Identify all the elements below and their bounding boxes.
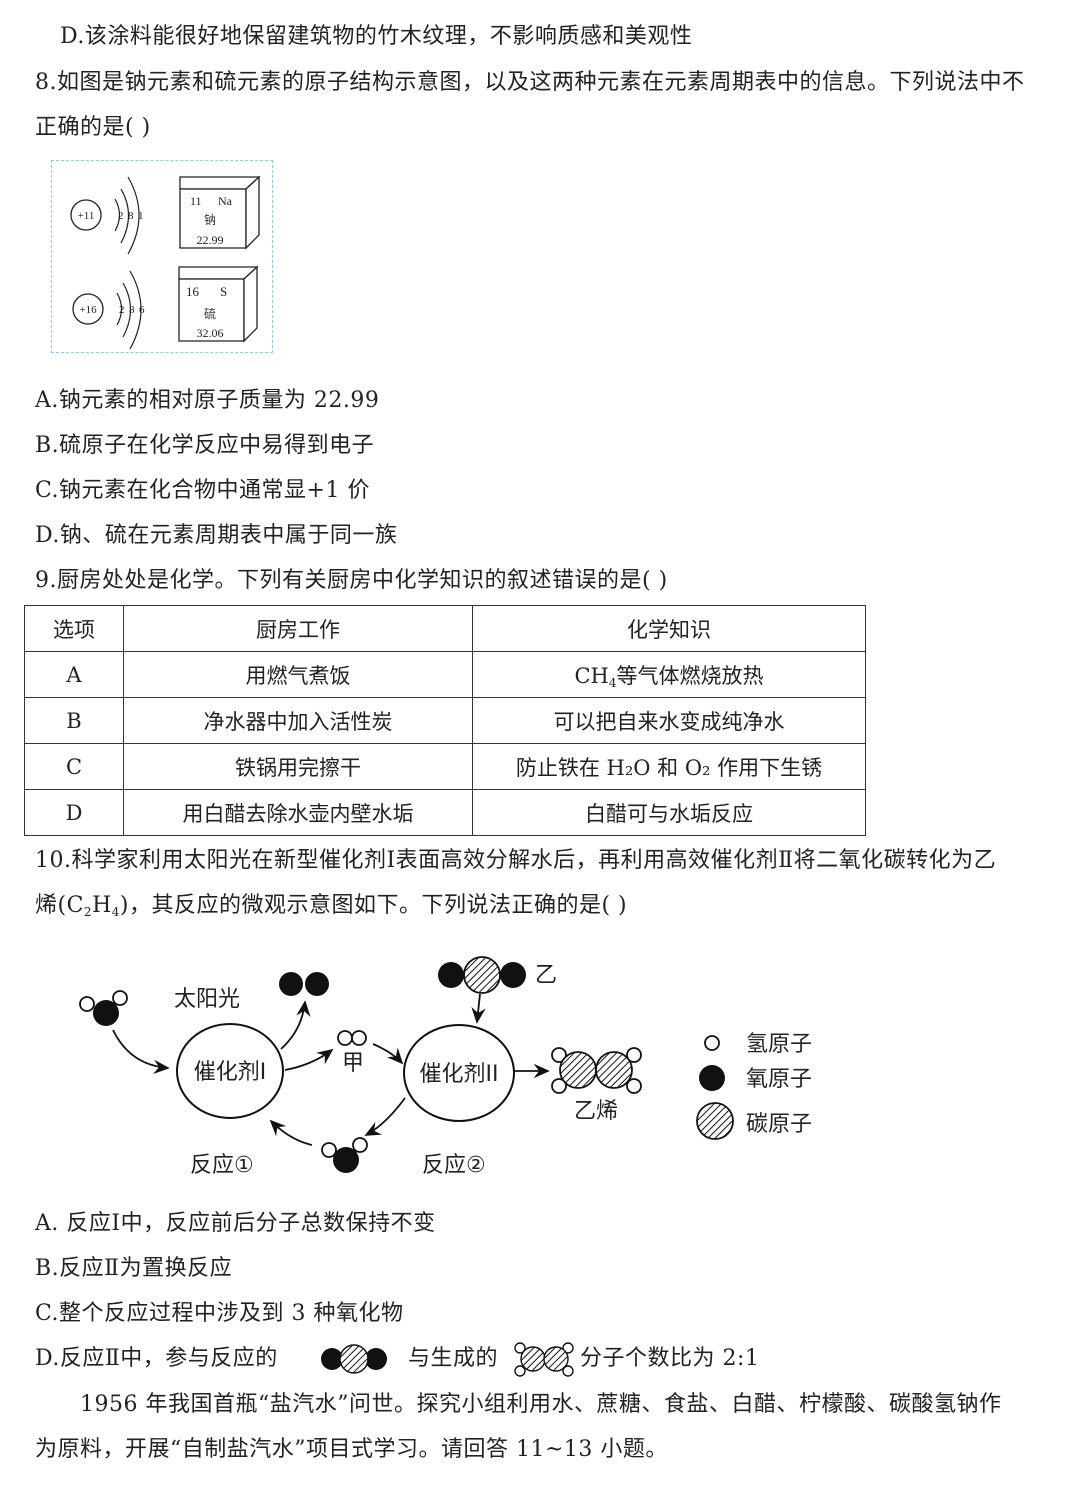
svg-text:16: 16 — [186, 284, 200, 299]
hydrogen-atom-legend-icon — [704, 1035, 720, 1051]
table-header: 化学知识 — [472, 605, 866, 652]
prev-option-d: D.该涂料能很好地保留建筑物的竹木纹理，不影响质感和美观性 — [60, 24, 693, 49]
svg-text:22.99: 22.99 — [197, 233, 224, 247]
yi-label: 乙 — [535, 963, 557, 988]
svg-text:碳原子: 碳原子 — [746, 1112, 812, 1137]
q10-stem-line1: 10.科学家利用太阳光在新型催化剂Ⅰ表面高效分解水后，再利用高效催化剂Ⅱ将二氧化… — [35, 848, 997, 873]
svg-text:8: 8 — [129, 304, 135, 316]
ethylene-label: 乙烯 — [574, 1099, 618, 1124]
sodium-atom-diagram: +11 2 8 1 — [70, 176, 144, 255]
q8-figure: +11 2 8 1 11 Na 钠 22.99 +16 2 8 6 — [51, 160, 273, 353]
table-cell-knowledge: CH4等气体燃烧放热 — [472, 651, 866, 698]
svg-text:32.06: 32.06 — [197, 326, 224, 340]
q9-stem: 9.厨房处处是化学。下列有关厨房中化学知识的叙述错误的是( ) — [35, 568, 668, 593]
sodium-element-card: 11 Na 钠 22.99 — [179, 175, 261, 250]
q8-option-a: A.钠元素的相对原子质量为 22.99 — [35, 388, 380, 413]
svg-text:氢原子: 氢原子 — [746, 1032, 812, 1057]
sodium-nucleus: +11 — [78, 210, 95, 222]
table-cell-work: 铁锅用完擦干 — [123, 743, 473, 790]
svg-text:+16: +16 — [79, 304, 97, 316]
water-molecule-icon — [79, 990, 128, 1026]
table-row: D 用白醋去除水壶内壁水垢 白醋可与水垢反应 — [24, 789, 866, 836]
ethylene-molecule-icon — [551, 1047, 642, 1094]
sulfur-atom-diagram: +16 2 8 6 — [72, 270, 145, 350]
jia-label: 甲 — [342, 1051, 364, 1076]
oxygen-molecule-icon — [279, 972, 329, 996]
sunlight-label: 太阳光 — [174, 987, 240, 1012]
svg-text:6: 6 — [139, 304, 145, 316]
carbon-atom-legend-icon — [696, 1102, 734, 1140]
catalyst-1-label: 催化剂I — [194, 1060, 267, 1085]
q10-stem-line2: 烯(C2H4)，其反应的微观示意图如下。下列说法正确的是( ) — [35, 893, 628, 919]
table-cell-option: B — [24, 697, 124, 744]
table-cell-knowledge: 白醋可与水垢反应 — [472, 789, 866, 836]
table-cell-option: C — [24, 743, 124, 790]
table-cell-work: 用白醋去除水壶内壁水垢 — [123, 789, 473, 836]
q8-stem-line2: 正确的是( ) — [35, 115, 151, 140]
catalyst-2-label: 催化剂II — [420, 1062, 499, 1087]
svg-text:2: 2 — [119, 304, 125, 316]
legend: 氢原子 氧原子 碳原子 — [696, 1032, 812, 1140]
q10-option-b: B.反应Ⅱ为置换反应 — [35, 1256, 233, 1281]
svg-text:氧原子: 氧原子 — [746, 1067, 812, 1092]
intro-line2: 为原料，开展“自制盐汽水”项目式学习。请回答 11~13 小题。 — [35, 1437, 668, 1462]
q9-table: 选项 厨房工作 化学知识 A 用燃气煮饭 CH4等气体燃烧放热 B 净水器中加入… — [24, 605, 866, 836]
q10-option-d-mid: 与生成的 — [408, 1346, 499, 1371]
reaction-1-label: 反应① — [190, 1153, 254, 1178]
intro-line1: 1956 年我国首瓶“盐汽水”问世。探究小组利用水、蔗糖、食盐、白醋、柠檬酸、碳… — [80, 1392, 1002, 1417]
q8-stem-line1: 8.如图是钠元素和硫元素的原子结构示意图，以及这两种元素在元素周期表中的信息。下… — [35, 70, 1025, 95]
svg-text:Na: Na — [218, 194, 233, 208]
q10-option-c: C.整个反应过程中涉及到 3 种氧化物 — [35, 1301, 404, 1326]
svg-text:11: 11 — [190, 194, 202, 208]
table-header-row: 选项 厨房工作 化学知识 — [24, 605, 866, 652]
oxygen-atom-legend-icon — [699, 1065, 725, 1091]
sulfur-element-card: 16 S 硫 32.06 — [178, 265, 259, 343]
svg-text:硫: 硫 — [204, 306, 216, 321]
svg-text:钠: 钠 — [204, 212, 216, 227]
table-row: C 铁锅用完擦干 防止铁在 H₂O 和 O₂ 作用下生锈 — [24, 743, 866, 790]
table-cell-knowledge: 防止铁在 H₂O 和 O₂ 作用下生锈 — [472, 743, 866, 790]
reaction-2-label: 反应② — [422, 1153, 486, 1178]
q10-option-d-post: 分子个数比为 2:1 — [580, 1346, 760, 1371]
table-header: 厨房工作 — [123, 605, 473, 652]
carbon-dioxide-molecule-icon — [438, 956, 526, 994]
table-cell-knowledge: 可以把自来水变成纯净水 — [472, 697, 866, 744]
q8-option-d: D.钠、硫在元素周期表中属于同一族 — [35, 523, 398, 548]
water-molecule-icon — [321, 1137, 368, 1173]
co2-inline-icon — [321, 1344, 387, 1374]
q8-option-c: C.钠元素在化合物中通常显+1 价 — [35, 478, 370, 503]
table-row: B 净水器中加入活性炭 可以把自来水变成纯净水 — [24, 697, 866, 744]
hydrogen-molecule-icon — [337, 1030, 367, 1046]
table-cell-work: 净水器中加入活性炭 — [123, 697, 473, 744]
table-cell-option: D — [24, 789, 124, 836]
table-header: 选项 — [24, 605, 124, 652]
q10-option-a: A. 反应Ⅰ中，反应前后分子总数保持不变 — [35, 1211, 436, 1236]
q8-option-b: B.硫原子在化学反应中易得到电子 — [35, 433, 375, 458]
q10-option-d-pre: D.反应Ⅱ中，参与反应的 — [35, 1346, 278, 1371]
svg-text:S: S — [220, 284, 227, 299]
svg-text:2: 2 — [118, 210, 124, 222]
ethylene-inline-icon — [514, 1342, 574, 1377]
svg-text:1: 1 — [138, 210, 144, 222]
svg-text:8: 8 — [128, 210, 134, 222]
